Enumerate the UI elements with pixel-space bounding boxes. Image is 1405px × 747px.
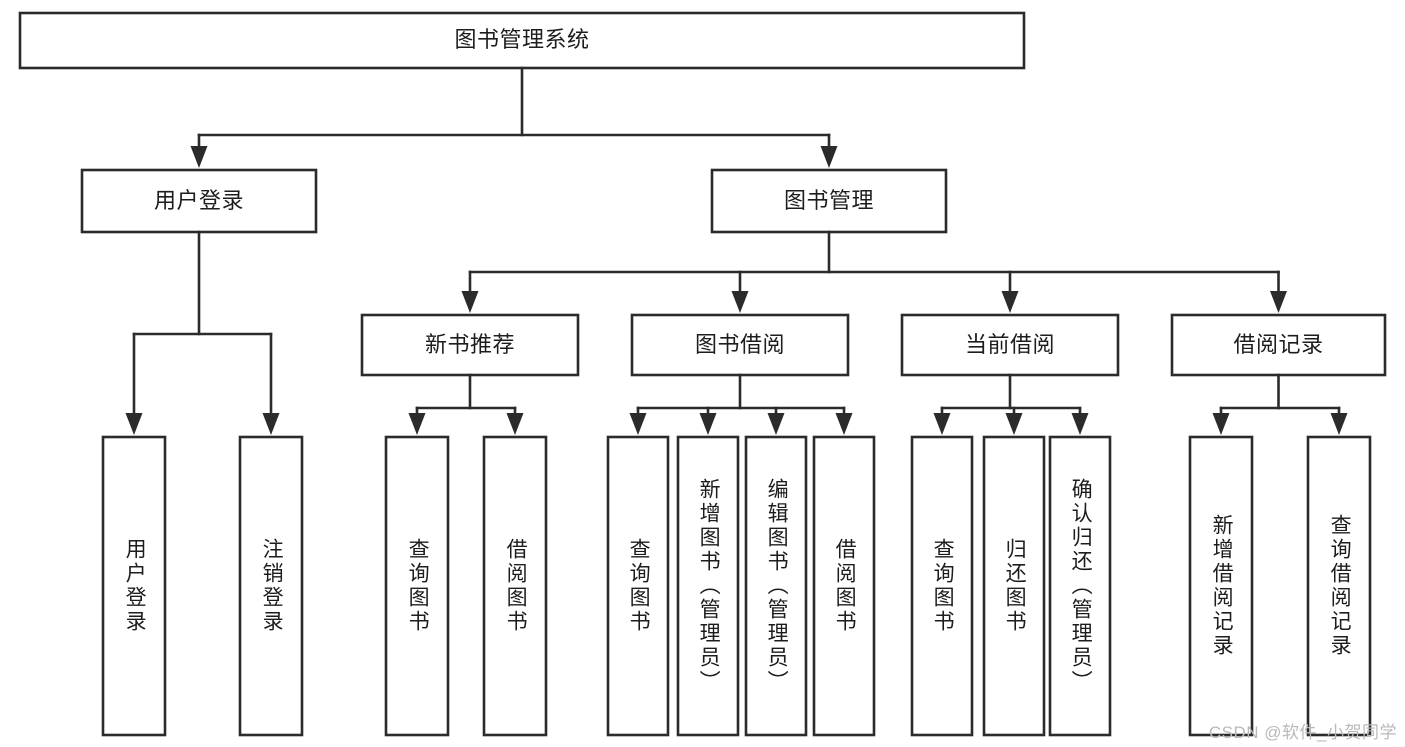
node-box-new-book-recommend[interactable] (360, 313, 580, 377)
node-box-leaf-logout-login[interactable] (238, 435, 304, 737)
arrow-head-to-borrow-record (1270, 291, 1287, 313)
node-leaf-edit-book-admin[interactable] (746, 437, 806, 735)
arrow-head-to-leaf-query-book-3 (933, 413, 951, 435)
node-leaf-query-book-3[interactable] (912, 437, 972, 735)
node-leaf-borrow-book-2[interactable] (814, 437, 874, 735)
node-leaf-query-book-1[interactable] (386, 437, 448, 735)
arrow-head-to-leaf-logout-login (262, 413, 280, 435)
node-box-current-borrow[interactable] (900, 313, 1120, 377)
arrow-head-to-book-manage (820, 146, 838, 168)
node-box-leaf-add-book-admin[interactable] (676, 435, 740, 737)
csdn-watermark: CSDN @软件_小贺同学 (1208, 723, 1397, 742)
arrow-head-to-new-book-recommend (461, 291, 479, 313)
connectors-layer (125, 66, 1348, 435)
arrow-head-to-leaf-query-borrow-record (1330, 413, 1348, 435)
arrow-head-to-leaf-edit-book-admin (767, 413, 785, 435)
arrow-head-to-leaf-query-book-1 (408, 413, 426, 435)
arrow-head-to-leaf-user-login (125, 413, 143, 435)
node-box-leaf-confirm-return-admin[interactable] (1048, 435, 1112, 737)
arrow-head-to-current-borrow (1001, 291, 1019, 313)
arrow-head-to-leaf-return-book (1005, 413, 1023, 435)
node-leaf-return-book[interactable] (984, 437, 1044, 735)
arrow-head-to-book-borrow (731, 291, 749, 313)
node-leaf-query-borrow-record[interactable] (1308, 437, 1370, 735)
node-box-leaf-edit-book-admin[interactable] (744, 435, 808, 737)
node-current-borrow[interactable] (902, 315, 1118, 375)
node-book-borrow[interactable] (632, 315, 848, 375)
node-boxes-layer (18, 11, 1387, 737)
node-leaf-confirm-return-admin[interactable] (1050, 437, 1110, 735)
node-borrow-record[interactable] (1172, 315, 1385, 375)
arrow-head-to-user-login (190, 146, 208, 168)
node-box-leaf-query-book-3[interactable] (910, 435, 974, 737)
node-leaf-add-book-admin[interactable] (678, 437, 738, 735)
node-box-leaf-query-book-1[interactable] (384, 435, 450, 737)
node-box-root[interactable] (18, 11, 1026, 70)
node-leaf-user-login[interactable] (103, 437, 165, 735)
node-book-manage[interactable] (712, 170, 946, 232)
node-user-login[interactable] (82, 170, 316, 232)
node-box-leaf-borrow-book-1[interactable] (482, 435, 548, 737)
node-box-leaf-return-book[interactable] (982, 435, 1046, 737)
node-root[interactable] (20, 13, 1024, 68)
node-leaf-add-borrow-record[interactable] (1190, 437, 1252, 735)
arrow-head-to-leaf-confirm-return-admin (1071, 413, 1089, 435)
node-leaf-query-book-2[interactable] (608, 437, 668, 735)
node-box-user-login[interactable] (80, 168, 318, 234)
node-box-leaf-borrow-book-2[interactable] (812, 435, 876, 737)
node-new-book-recommend[interactable] (362, 315, 578, 375)
node-box-leaf-user-login[interactable] (101, 435, 167, 737)
arrow-head-to-leaf-query-book-2 (629, 413, 647, 435)
node-box-leaf-query-borrow-record[interactable] (1306, 435, 1372, 737)
arrow-head-to-leaf-add-borrow-record (1212, 413, 1230, 435)
node-leaf-borrow-book-1[interactable] (484, 437, 546, 735)
arrow-head-to-leaf-borrow-book-1 (506, 413, 524, 435)
node-box-leaf-query-book-2[interactable] (606, 435, 670, 737)
arrow-head-to-leaf-add-book-admin (699, 413, 717, 435)
node-leaf-logout-login[interactable] (240, 437, 302, 735)
arrow-head-to-leaf-borrow-book-2 (835, 413, 853, 435)
node-box-leaf-add-borrow-record[interactable] (1188, 435, 1254, 737)
